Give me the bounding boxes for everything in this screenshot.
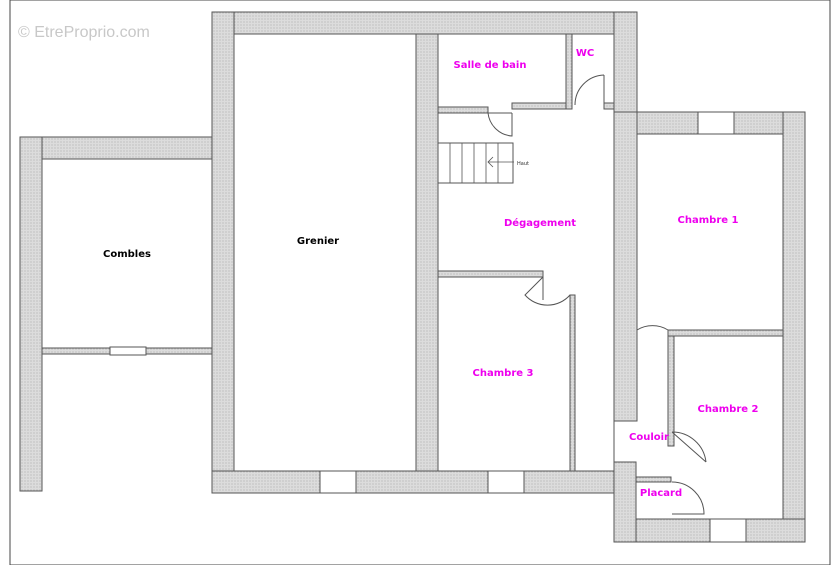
- door-chambre-2: [671, 431, 707, 463]
- wall-right-right: [782, 111, 806, 543]
- wall-combles-left: [19, 136, 43, 492]
- wall-wc-bottom: [603, 102, 615, 110]
- stair-arrow-head: [487, 156, 494, 168]
- wall-placard-top: [635, 476, 672, 483]
- watermark: © EtreProprio.com: [18, 24, 150, 41]
- wall-main-top: [211, 11, 638, 35]
- door-placard: [671, 481, 705, 515]
- label-chambre-2: Chambre 2: [698, 404, 759, 415]
- label-degagement: Dégagement: [504, 217, 576, 229]
- label-wc: WC: [576, 48, 594, 59]
- windows: [109, 111, 747, 543]
- door-wc: [574, 74, 605, 106]
- wall-ch1-bottom: [667, 329, 784, 337]
- wall-bath-bottom: [437, 106, 489, 114]
- door-couloir-top: [636, 300, 669, 331]
- wall-main-bottom: [211, 470, 617, 494]
- window-combles: [109, 346, 147, 356]
- window-chambre-3: [487, 470, 525, 494]
- stairs: [449, 143, 514, 183]
- label-placard: Placard: [640, 488, 682, 499]
- label-chambre-3: Chambre 3: [473, 368, 534, 379]
- wall-ch3-right: [569, 294, 576, 472]
- wall-right-left-low: [613, 461, 637, 543]
- room-labels: Combles Grenier Salle de bain WC Dégagem…: [103, 48, 758, 499]
- wall-main-left: [211, 11, 235, 494]
- label-grenier: Grenier: [297, 236, 339, 247]
- stairs-box: [437, 142, 514, 184]
- label-salle-de-bain: Salle de bain: [454, 60, 527, 71]
- wall-bath-bottom-2: [511, 102, 569, 110]
- wall-main-right-upper: [613, 11, 638, 113]
- doors: [487, 74, 707, 515]
- wall-ch2-left: [667, 335, 675, 447]
- label-couloir: Couloir: [629, 432, 669, 443]
- label-chambre-1: Chambre 1: [678, 215, 739, 226]
- image-frame: [9, 0, 831, 565]
- label-combles: Combles: [103, 249, 151, 260]
- door-salle-de-bain: [487, 112, 513, 137]
- wall-degag-right: [613, 111, 638, 422]
- wall-combles-top: [19, 136, 213, 160]
- window-chambre-2: [709, 518, 747, 543]
- stair-label: Haut: [517, 161, 529, 167]
- walls: [19, 11, 806, 543]
- window-chambre-1: [697, 111, 735, 135]
- door-chambre-3: [524, 271, 571, 306]
- wall-grenier-right: [415, 33, 439, 472]
- wall-ch3-top: [437, 270, 544, 278]
- window-grenier: [319, 470, 357, 494]
- wall-wc-left: [565, 33, 573, 110]
